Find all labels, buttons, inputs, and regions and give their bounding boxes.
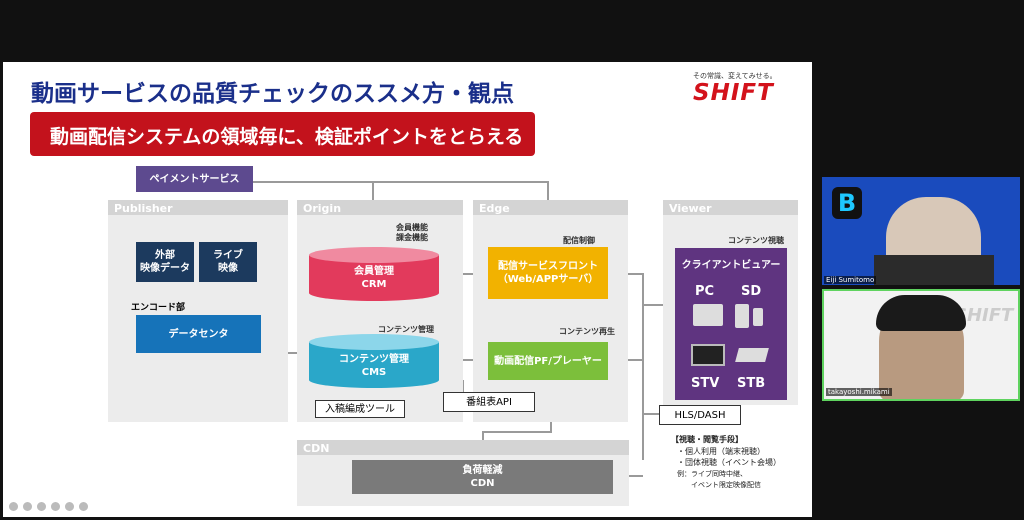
participant-video-2[interactable]: SHIFT takayoshi.mikami [822,289,1020,401]
participant-name: Eiji Sumitomo [824,276,877,284]
slide-title: 動画サービスの品質チェックのススメ方・観点 [31,81,514,107]
shift-logo: SHIFT [693,80,774,106]
backdrop-logo: SHIFT [954,305,1014,326]
player-box: 動画配信PF/プレーヤー [488,342,608,380]
publisher-panel: Publisher [108,200,288,422]
next-slide-icon[interactable] [23,502,32,511]
participant-video-1[interactable]: B Eiji Sumitomo [822,177,1020,285]
pointer-icon[interactable] [51,502,60,511]
member-function-label: 会員機能 課金機能 [396,223,428,242]
notes-line: 例：ライブ同時中継、 [677,470,747,478]
participant-1-body [874,255,994,285]
pen-icon[interactable] [37,502,46,511]
device-pc: PC [695,284,715,299]
device-stb: STB [737,376,766,391]
crm-label: 会員管理 CRM [354,266,394,290]
device-sd: SD [741,284,762,299]
edge-panel: Edge [473,200,628,422]
external-video-box: 外部 映像データ [136,242,194,282]
viewer-panel-label: Viewer [663,200,798,215]
cms-label: コンテンツ管理 CMS [339,354,409,378]
notes-line: ・個人利用（端末視聴） [677,447,765,456]
origin-panel-label: Origin [297,200,463,215]
content-play-label: コンテンツ再生 [559,327,615,336]
presentation-slide: 動画サービスの品質チェックのススメ方・観点 その常識、変えてみせる。 SHIFT… [3,62,812,517]
crm-cylinder [309,247,439,301]
device-stv: STV [691,376,720,391]
client-viewer-title: クライアントビュアー [681,260,781,271]
participant-name: takayoshi.mikami [826,388,892,396]
slide-banner: 動画配信システムの領域毎に、検証ポイントをとらえる [30,112,535,156]
notes-heading: 【視聴・閲覧手段】 [671,435,743,444]
shift-tagline: その常識、変えてみせる。 [693,72,777,80]
cdn-panel-label: CDN [297,440,629,455]
content-view-label: コンテンツ視聴 [728,236,784,245]
delivery-front-box: 配信サービスフロント （Web/APPサーバ） [488,247,608,299]
search-icon[interactable] [65,502,74,511]
content-mgmt-label: コンテンツ管理 [378,325,434,334]
participant-2-hair [876,295,966,331]
stb-icon [735,348,769,362]
prev-slide-icon[interactable] [9,502,18,511]
cms-cylinder [309,334,439,388]
ingest-tool-box: 入稿編成ツール [315,400,405,418]
encode-label: エンコード部 [131,303,186,313]
hls-dash-box: HLS/DASH [659,405,741,425]
live-video-box: ライブ 映像 [199,242,257,282]
phone-icon [753,308,763,326]
tv-icon [691,344,725,366]
datacenter-box: データセンタ [136,315,261,353]
participant-badge: B [832,187,862,219]
cdn-box: 負荷軽減 CDN [352,460,613,494]
slide-toolbar [9,502,88,511]
delivery-control-label: 配信制御 [563,236,595,245]
more-icon[interactable] [79,502,88,511]
schedule-api-box: 番組表API [443,392,535,412]
publisher-panel-label: Publisher [108,200,288,215]
pc-icon [693,304,723,326]
notes-line: イベント限定映像配信 [677,481,761,489]
payment-service-box: ペイメントサービス [136,166,253,192]
client-viewer-card: クライアントビュアー PC SD STV STB [675,248,787,400]
notes-line: ・団体視聴（イベント会場） [677,458,781,467]
edge-panel-label: Edge [473,200,628,215]
tablet-icon [735,304,749,328]
